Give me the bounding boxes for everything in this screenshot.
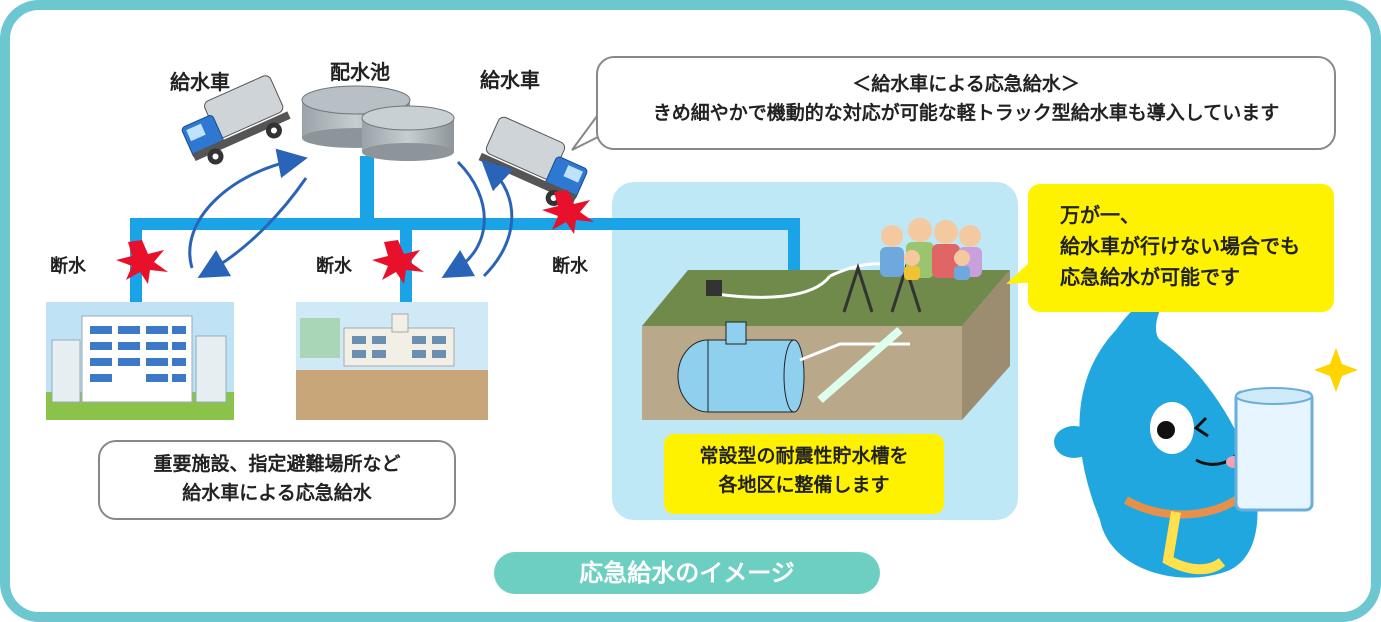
hospital-illustration: [46, 302, 234, 420]
water-truck-left: [181, 75, 291, 165]
truck-supply-callout: ＜給水車による応急給水＞ きめ細やかで機動的な対応が可能な軽トラック型給水車も導…: [596, 56, 1336, 150]
reservoir-illustration: [301, 85, 455, 161]
tank-note-line-2: 各地区に整備します: [718, 474, 890, 497]
callout-line-2: きめ細やかで機動的な対応が可能な軽トラック型給水車も導入しています: [652, 102, 1280, 125]
facility-note-line-2: 給水車による応急給水: [182, 482, 372, 505]
emergency-note: 万が一、 給水車が行けない場合でも 応急給水が可能です: [1028, 184, 1334, 312]
residents-illustration: [880, 218, 982, 280]
water-pipes: [130, 156, 800, 302]
emergency-note-line-3: 応急給水が可能です: [1060, 265, 1240, 289]
school-illustration: [296, 302, 488, 420]
label-truck-right: 給水車: [480, 68, 540, 92]
tank-note: 常設型の耐震性貯水槽を 各地区に整備します: [664, 434, 944, 514]
label-cutoff-1: 断水: [50, 256, 86, 277]
pipe-break-markers: [116, 190, 594, 284]
diagram-title: 応急給水のイメージ: [494, 552, 880, 594]
emergency-note-line-1: 万が一、: [1060, 203, 1140, 227]
emergency-note-line-2: 給水車が行けない場合でも: [1060, 234, 1300, 258]
water-drop-mascot: [1054, 290, 1358, 578]
label-truck-left: 給水車: [170, 70, 230, 94]
label-reservoir: 配水池: [330, 60, 390, 84]
tank-note-line-1: 常設型の耐震性貯水槽を: [699, 445, 909, 467]
label-cutoff-2: 断水: [316, 256, 352, 277]
facility-note: 重要施設、指定避難場所など 給水車による応急給水: [98, 440, 456, 520]
label-cutoff-3: 断水: [552, 256, 588, 277]
supply-arrows: [188, 148, 514, 278]
callout-line-1: ＜給水車による応急給水＞: [852, 73, 1080, 95]
underground-tank-illustration: [642, 262, 1010, 420]
facility-note-line-1: 重要施設、指定避難場所など: [153, 453, 401, 475]
